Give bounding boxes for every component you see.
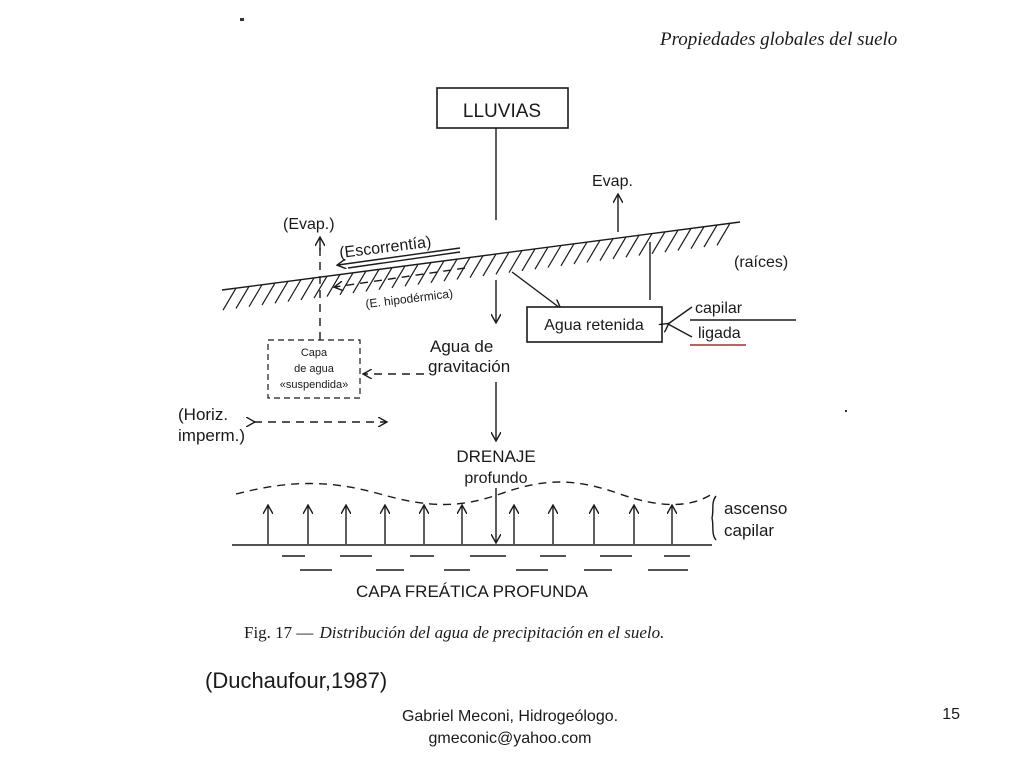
hatch-mark xyxy=(521,248,536,272)
capillary-ascent-arrows xyxy=(268,506,672,544)
hatch-mark xyxy=(716,223,731,246)
gravity-label-1: Agua de xyxy=(430,337,493,356)
water-table-label: CAPA FREÁTICA PROFUNDA xyxy=(356,582,589,601)
capillary-branch xyxy=(668,306,693,324)
suspended-label-2: de agua xyxy=(294,363,335,375)
bound-label: ligada xyxy=(698,325,741,342)
hatch-mark xyxy=(339,272,354,296)
hatch-mark xyxy=(313,275,328,299)
hatch-mark xyxy=(261,282,276,306)
ascent-label-2: capilar xyxy=(724,521,774,540)
hatch-mark xyxy=(430,260,445,284)
hatch-mark xyxy=(469,255,484,279)
runoff-arrow-2 xyxy=(347,251,461,269)
hatch-mark xyxy=(534,246,549,270)
rain-box xyxy=(436,87,569,129)
capillary-fringe-line xyxy=(235,481,713,506)
hatch-mark xyxy=(560,243,575,267)
hatch-mark xyxy=(274,281,289,304)
hatch-mark xyxy=(664,229,679,253)
hatch-mark xyxy=(625,234,640,258)
caption-fig-label: Fig. 17 — xyxy=(244,623,314,642)
hatch-mark xyxy=(222,287,237,311)
roots-label: (raíces) xyxy=(734,254,788,271)
evap-right-label: Evap. xyxy=(592,173,633,190)
header-title: Propiedades globales del suelo xyxy=(659,29,897,50)
suspended-label-3: «suspendida» xyxy=(280,379,349,391)
hatch-mark xyxy=(586,240,601,263)
hatch-mark xyxy=(287,279,302,302)
retained-arrow xyxy=(511,271,560,308)
hatch-mark xyxy=(365,269,380,292)
hatch-mark xyxy=(612,236,627,260)
ground-surface-line xyxy=(221,221,741,291)
hatch-mark xyxy=(703,224,718,248)
imperm-label-2: imperm.) xyxy=(178,426,245,445)
hatch-mark xyxy=(599,238,614,261)
drainage-label-1: DRENAJE xyxy=(456,447,535,466)
suspended-layer-box xyxy=(267,339,361,399)
hatch-mark xyxy=(235,286,250,309)
hatch-mark xyxy=(573,241,588,265)
gravity-label-2: gravitación xyxy=(428,357,510,376)
retained-water-box xyxy=(526,306,663,343)
water-table-dashes xyxy=(282,555,690,571)
hypodermic-label: (E. hipodérmica) xyxy=(365,286,454,311)
hatch-mark xyxy=(352,270,367,294)
ascent-label-1: ascenso xyxy=(724,499,787,518)
bound-branch xyxy=(667,323,693,338)
hatch-mark xyxy=(495,252,510,275)
suspended-label-1: Capa xyxy=(301,347,328,359)
figure-caption: Fig. 17 —Distribución del agua de precip… xyxy=(244,623,664,642)
hatch-mark xyxy=(508,250,523,273)
drainage-label-2: profundo xyxy=(464,470,527,487)
hatch-mark xyxy=(248,284,263,308)
hatch-mark xyxy=(417,262,432,285)
hypodermic-arrow xyxy=(335,267,466,287)
footer-author: Gabriel Meconi, Hidrogeólogo. gmeconic@y… xyxy=(340,706,680,750)
runoff-arrow xyxy=(338,247,461,265)
hatch-mark xyxy=(690,226,705,250)
ascent-brace xyxy=(711,495,717,541)
page-number: 15 xyxy=(942,706,960,723)
hatch-mark xyxy=(651,231,666,255)
evap-left-label: (Evap.) xyxy=(283,216,335,233)
citation: (Duchaufour,1987) xyxy=(205,668,388,693)
hatch-mark xyxy=(326,274,341,297)
hatch-mark xyxy=(300,277,315,301)
scan-speck xyxy=(845,410,847,412)
retained-water-label: Agua retenida xyxy=(544,317,644,334)
rain-label: LLUVIAS xyxy=(463,101,541,122)
hatch-mark xyxy=(677,228,692,251)
hatch-mark xyxy=(482,253,497,277)
capillary-label: capilar xyxy=(695,300,743,317)
hatch-mark xyxy=(404,263,419,287)
imperm-label-1: (Horiz. xyxy=(178,405,228,424)
caption-text: Distribución del agua de precipitación e… xyxy=(318,623,664,642)
hatch-mark xyxy=(391,265,406,289)
hatch-mark xyxy=(378,267,393,290)
hatch-mark xyxy=(547,245,562,268)
soil-hatching xyxy=(222,223,731,311)
scan-speck xyxy=(240,18,244,21)
footer-author-name: Gabriel Meconi, Hidrogeólogo. xyxy=(401,708,619,725)
footer-email: gmeconic@yahoo.com xyxy=(428,730,592,747)
hatch-mark xyxy=(638,233,653,256)
